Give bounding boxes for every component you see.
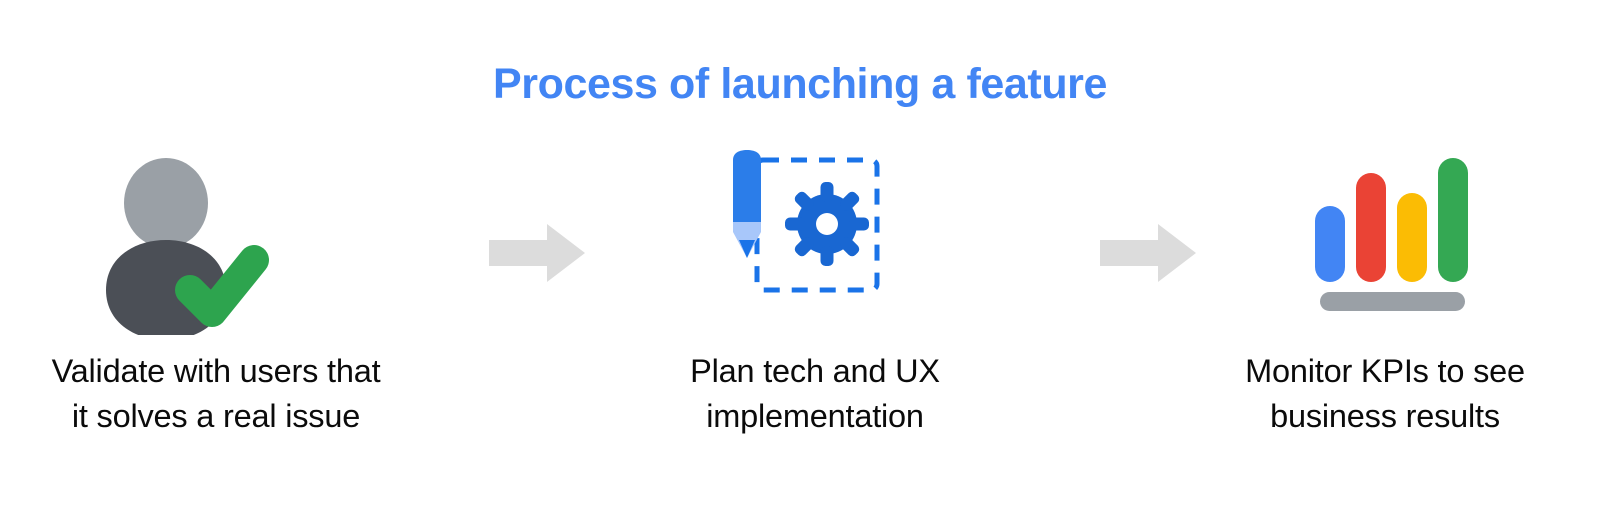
step-3: Monitor KPIs to see business results [1165, 150, 1600, 439]
step-3-caption-line-1: Monitor KPIs to see [1245, 353, 1525, 389]
gear-center-hole [816, 213, 838, 235]
step-1-caption-line-1: Validate with users that [51, 353, 381, 389]
green-checkmark-icon [175, 245, 269, 327]
pencil-body-icon [733, 150, 761, 222]
gear-icon [785, 182, 869, 266]
step-2-caption-line-1: Plan tech and UX [690, 353, 940, 389]
arrow-shape [489, 224, 585, 282]
step-3-caption-line-2: business results [1270, 398, 1500, 434]
bar-chart-baseline [1320, 292, 1465, 311]
arrow-shape [1100, 224, 1196, 282]
step-2: Plan tech and UX implementation [595, 150, 1035, 439]
person-head-icon [124, 158, 208, 248]
step-3-artwork [1165, 150, 1600, 335]
arrow-right-icon [1100, 224, 1196, 282]
step-2-caption-line-2: implementation [706, 398, 924, 434]
bar-chart-bar-2 [1356, 173, 1386, 282]
connector-arrow-1 [487, 222, 587, 289]
step-1-artwork [0, 150, 436, 335]
step-1-caption: Validate with users that it solves a rea… [0, 349, 436, 439]
bar-chart-bar-3 [1397, 193, 1427, 282]
bar-chart-bar-4 [1438, 158, 1468, 282]
arrow-right-icon [489, 224, 585, 282]
bar-chart-icon [1315, 158, 1468, 311]
step-2-caption: Plan tech and UX implementation [595, 349, 1035, 439]
step-2-artwork [595, 150, 1035, 335]
page-title: Process of launching a feature [492, 60, 1108, 108]
person-check-icon [106, 158, 269, 335]
pencil-gear-dashed-box-icon [733, 150, 880, 293]
step-1: Validate with users that it solves a rea… [0, 150, 436, 439]
bar-chart-bar-1 [1315, 206, 1345, 282]
connector-arrow-2 [1098, 222, 1198, 289]
step-3-caption: Monitor KPIs to see business results [1165, 349, 1600, 439]
pencil-point-icon [739, 240, 755, 258]
step-1-caption-line-2: it solves a real issue [71, 398, 361, 434]
